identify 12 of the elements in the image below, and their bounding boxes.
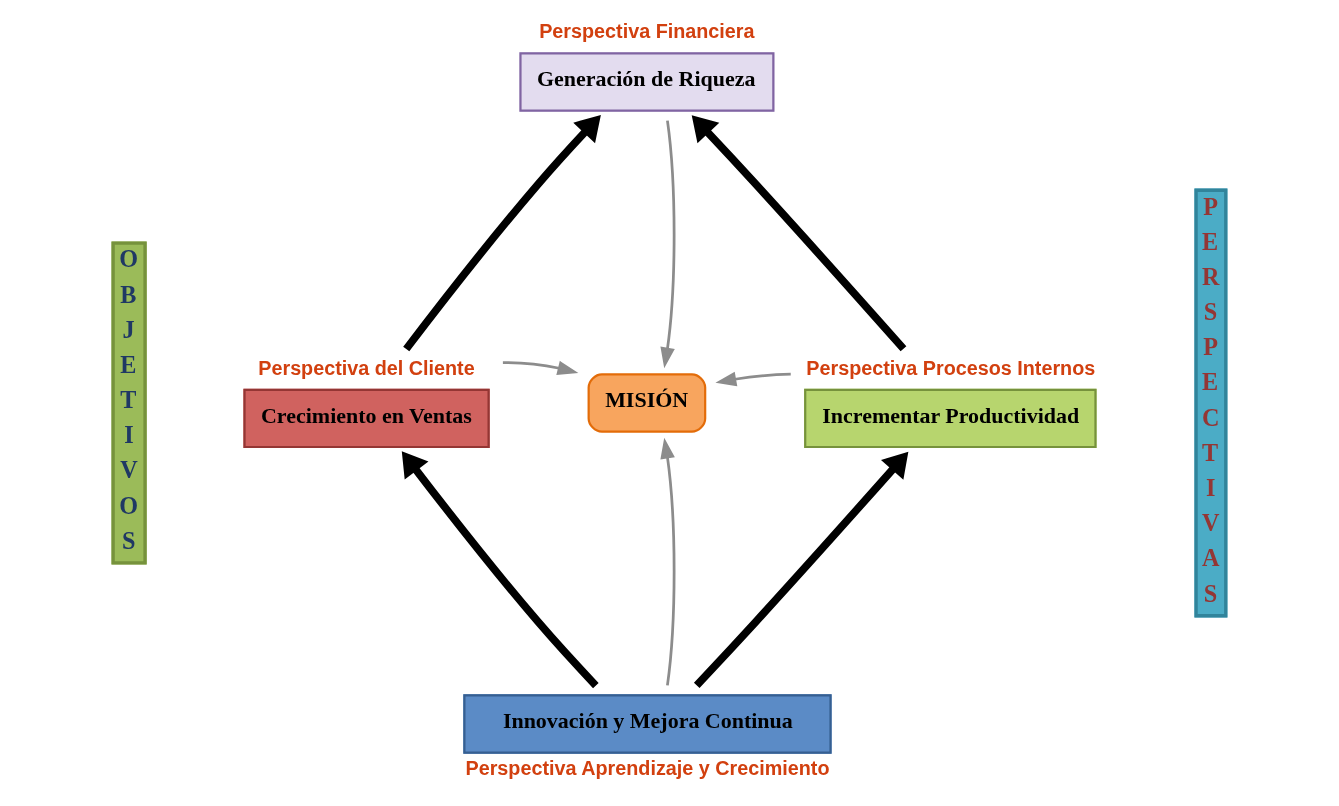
arrow bbox=[659, 437, 675, 686]
node-label: Perspectiva Financiera bbox=[538, 20, 755, 43]
arrow bbox=[714, 371, 791, 387]
arrow bbox=[693, 451, 908, 689]
node-label: Perspectiva del Cliente bbox=[257, 356, 475, 379]
arrow bbox=[691, 115, 906, 352]
node-label: Perspectiva Procesos Internos bbox=[805, 356, 1095, 379]
arrow bbox=[659, 120, 675, 369]
arrow bbox=[502, 360, 578, 376]
arrow bbox=[402, 115, 601, 352]
arrow bbox=[401, 451, 599, 689]
node-label: Perspectiva Aprendizaje y Crecimiento bbox=[465, 757, 829, 780]
